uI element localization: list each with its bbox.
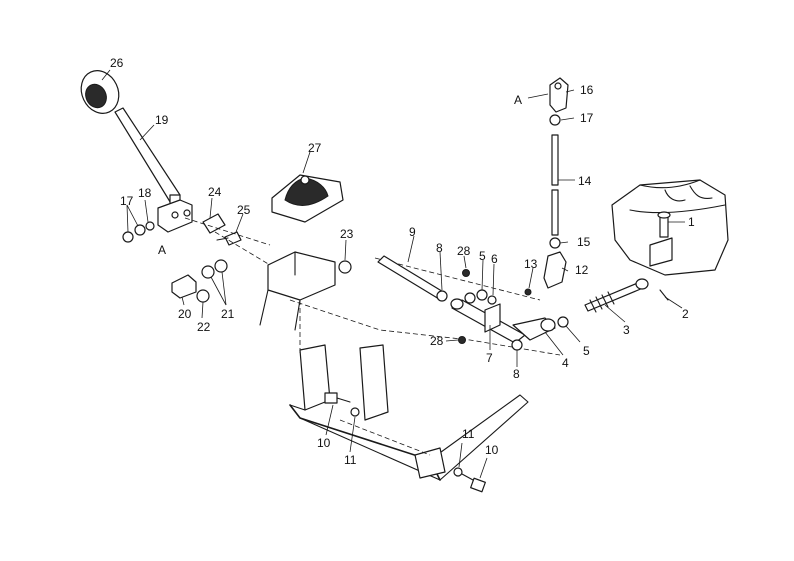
label-21: 21: [221, 307, 235, 321]
leader-lines: [101, 69, 685, 479]
label-23: 23: [340, 227, 354, 241]
label-6: 6: [491, 252, 498, 266]
label-5-top: 5: [479, 249, 486, 263]
link-4: [512, 317, 556, 341]
ref-A-right: A: [514, 93, 522, 107]
bolt-10-right: [461, 473, 486, 493]
bushings-21: [201, 259, 228, 279]
vertical-rod-14: [551, 134, 559, 236]
bolt-10-left: [324, 392, 351, 404]
rod-end-16: [549, 77, 569, 113]
ring-23: [338, 260, 352, 274]
label-4: 4: [562, 356, 569, 370]
nut-13: [524, 288, 532, 296]
label-16: 16: [580, 83, 594, 97]
nut-8-top: [436, 290, 448, 302]
label-28-bottom: 28: [430, 334, 444, 348]
label-17-right: 17: [580, 111, 594, 125]
label-28-top: 28: [457, 244, 471, 258]
label-19: 19: [155, 113, 169, 127]
label-24: 24: [208, 185, 222, 199]
nut-15: [549, 237, 561, 249]
mounting-plate: [289, 344, 529, 481]
label-20: 20: [178, 307, 192, 321]
ref-A-left: A: [158, 243, 166, 257]
label-26: 26: [110, 56, 124, 70]
label-22: 22: [197, 320, 211, 334]
pivot-20: [171, 274, 197, 299]
nut-8-bottom: [511, 339, 523, 351]
label-8-bottom: 8: [513, 367, 520, 381]
label-10-right: 10: [485, 443, 499, 457]
label-18: 18: [138, 186, 152, 200]
rod-3: [584, 278, 649, 313]
bushing-22: [196, 289, 210, 303]
control-valve: [611, 179, 729, 301]
part-labels: 26 19 27 17 18 24 25 A 23 9 8 28 5 6 13 …: [110, 56, 695, 467]
nut-28-top: [462, 269, 470, 277]
label-7: 7: [486, 351, 493, 365]
washer-11-left: [350, 407, 360, 417]
console-frame: [259, 251, 336, 331]
label-15: 15: [577, 235, 591, 249]
lever-block: [157, 199, 193, 233]
washer-11-right: [453, 467, 463, 477]
pin-24: [202, 213, 226, 234]
nut-5-right: [557, 316, 569, 328]
label-2: 2: [682, 307, 689, 321]
label-14: 14: [578, 174, 592, 188]
label-3: 3: [623, 323, 630, 337]
label-11-right: 11: [462, 427, 475, 441]
rod-end-12: [543, 251, 567, 289]
nut-28-bottom: [458, 336, 466, 344]
label-11-left: 11: [344, 453, 357, 467]
label-12: 12: [575, 263, 589, 277]
nut-17-right: [549, 114, 561, 126]
label-8-top: 8: [436, 241, 443, 255]
label-10-left: 10: [317, 436, 331, 450]
label-13: 13: [524, 257, 538, 271]
gear-boot: [271, 174, 344, 223]
rod-9: [377, 255, 446, 300]
bolt-25: [216, 231, 242, 246]
label-9: 9: [409, 225, 416, 239]
dashed-outline: [289, 257, 561, 356]
label-1: 1: [688, 215, 695, 229]
label-17-left: 17: [120, 194, 134, 208]
shift-knob: [80, 70, 120, 114]
label-27: 27: [308, 141, 322, 155]
label-25: 25: [237, 203, 251, 217]
washers-17-18: [122, 221, 155, 243]
nuts-5-6: [464, 289, 497, 305]
label-5-right: 5: [583, 344, 590, 358]
